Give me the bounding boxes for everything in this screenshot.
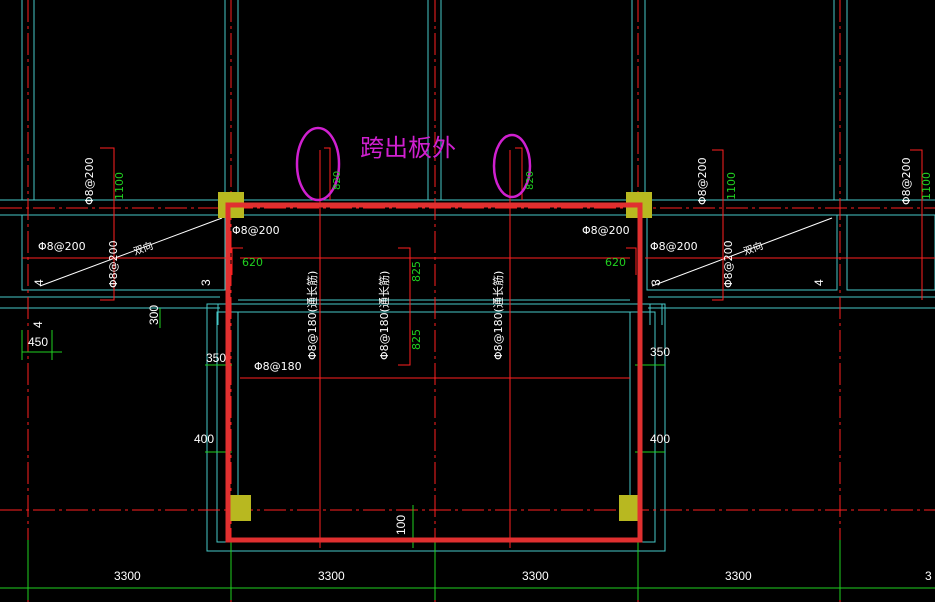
dim-450: 450 xyxy=(28,335,48,349)
rebar-label-right-slab-a: Φ8@200 xyxy=(650,240,698,253)
rebar-label-left-slab-b: Φ8@200 xyxy=(107,240,120,288)
dim-400-right: 400 xyxy=(650,432,670,446)
highlight-rectangle xyxy=(225,202,643,543)
upper-walls xyxy=(0,0,935,552)
rebar-label-far-right: Φ8@200 xyxy=(900,157,913,205)
rebar-label-mid-left: Φ8@180(通长筋) xyxy=(305,271,319,360)
slab-diagonals xyxy=(39,217,833,287)
callout-ellipse-right xyxy=(492,133,532,199)
dim-left-top-length: 1100 xyxy=(113,172,126,200)
columns xyxy=(218,192,652,521)
rebar-label-left-slab-a: Φ8@200 xyxy=(38,240,86,253)
rebar-lines xyxy=(22,147,935,548)
dim-span-4: 3300 xyxy=(725,569,752,583)
rebar-label-right-diag: 双向 xyxy=(742,239,765,258)
dim-span-3: 3300 xyxy=(522,569,549,583)
column-bottom-right xyxy=(619,495,641,521)
rebar-label-mid-right: Φ8@180(通长筋) xyxy=(491,271,505,360)
rebar-label-left-top: Φ8@200 xyxy=(83,157,96,205)
callout-ellipses xyxy=(295,126,532,202)
dim-right-620: 620 xyxy=(605,256,626,269)
rebar-label-right-top: Φ8@200 xyxy=(696,157,709,205)
dim-825-bottom: 825 xyxy=(410,329,423,350)
rebar-label-left-inner: Φ8@200 xyxy=(232,224,280,237)
callout-ellipse-left xyxy=(295,126,341,202)
dim-4-left: 4 xyxy=(32,279,46,286)
dim-span-1: 3300 xyxy=(114,569,141,583)
dim-top-left-820: 820 xyxy=(332,171,343,190)
dim-right-top-length: 1100 xyxy=(725,172,738,200)
dim-span-2: 3300 xyxy=(318,569,345,583)
rebar-label-lower: Φ8@180 xyxy=(254,360,302,373)
dim-350-right: 350 xyxy=(650,345,670,359)
dimension-lines xyxy=(0,308,935,600)
dim-400-left: 400 xyxy=(194,432,214,446)
dim-edge: 3 xyxy=(925,569,932,583)
dim-3-left: 3 xyxy=(199,279,213,286)
rebar-label-left-diag: 双向 xyxy=(132,239,155,258)
dim-300: 300 xyxy=(147,305,161,325)
rebar-label-right-slab-b: Φ8@200 xyxy=(722,240,735,288)
dim-3-right: 3 xyxy=(649,279,663,286)
annotation-text: 跨出板外 xyxy=(360,134,456,162)
column-bottom-left xyxy=(229,495,251,521)
dim-100: 100 xyxy=(394,515,408,535)
dim-4-far: 4 xyxy=(31,321,45,328)
dim-825-top: 825 xyxy=(410,261,423,282)
dim-left-620: 620 xyxy=(242,256,263,269)
dim-far-right-length: 1100 xyxy=(920,172,933,200)
rebar-label-mid-center: Φ8@180(通长筋) xyxy=(377,271,391,360)
dim-4-right: 4 xyxy=(812,279,826,286)
dim-350-left: 350 xyxy=(206,351,226,365)
rebar-label-right-inner: Φ8@200 xyxy=(582,224,630,237)
dim-top-right-820: 820 xyxy=(525,171,536,190)
